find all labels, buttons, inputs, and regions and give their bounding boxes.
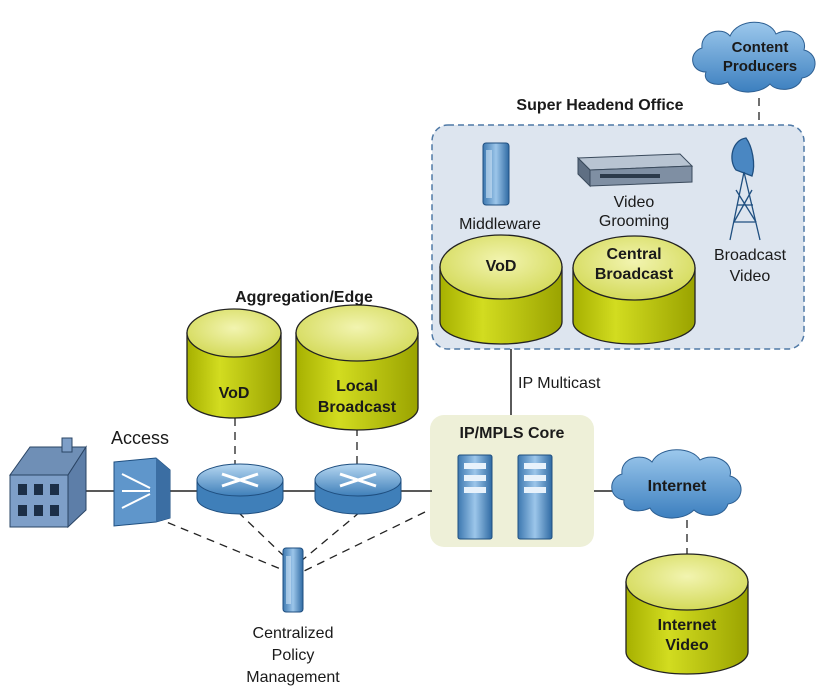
content-producers-label: Content: [732, 39, 789, 56]
access-device-icon: [113, 457, 171, 527]
cylinder-internet-video: [625, 553, 749, 675]
central-broadcast-label: Central: [606, 246, 661, 263]
cylinder-central-broadcast: [572, 235, 696, 345]
house-icon: [9, 437, 87, 529]
policy-management-label: Centralized: [253, 625, 334, 642]
core-server-icon: [457, 454, 493, 540]
internet-video-label: Video: [665, 637, 709, 654]
cylinder-vod-edge: [186, 308, 282, 419]
router-icon: [314, 463, 402, 515]
local-broadcast-label: Broadcast: [318, 399, 397, 416]
internet-cloud-icon: [611, 449, 742, 519]
ip-multicast-label: IP Multicast: [518, 375, 601, 392]
middleware-label: Middleware: [459, 216, 541, 233]
middleware-server-icon: [482, 142, 510, 206]
policy-management-label: Policy: [272, 647, 315, 664]
broadcast-video-label: Broadcast: [714, 247, 787, 264]
internet-video-label: Internet: [658, 617, 717, 634]
vod-edge-label: VoD: [219, 385, 250, 402]
broadcast-video-label: Video: [730, 268, 771, 285]
central-broadcast-label: Broadcast: [595, 266, 674, 283]
vod-she-label: VoD: [486, 258, 517, 275]
ip-mpls-core-label: IP/MPLS Core: [460, 425, 565, 442]
content-producers-label: Producers: [723, 58, 797, 75]
super-headend-label: Super Headend Office: [516, 97, 683, 114]
content-producers-cloud-icon: [692, 21, 816, 93]
cylinder-local-broadcast: [295, 304, 419, 431]
aggregation-edge-label: Aggregation/Edge: [235, 289, 373, 306]
core-server-icon: [517, 454, 553, 540]
policy-server-icon: [282, 547, 304, 613]
internet-label: Internet: [648, 478, 707, 495]
video-grooming-label: Grooming: [599, 213, 669, 230]
video-grooming-label: Video: [614, 194, 655, 211]
video-grooming-device-icon: [576, 153, 694, 188]
cylinder-vod-she: [439, 234, 563, 345]
access-label: Access: [111, 428, 169, 448]
local-broadcast-label: Local: [336, 378, 378, 395]
policy-management-label: Management: [246, 669, 340, 686]
broadcast-satellite-tower-icon: [729, 137, 761, 241]
router-icon: [196, 463, 284, 515]
